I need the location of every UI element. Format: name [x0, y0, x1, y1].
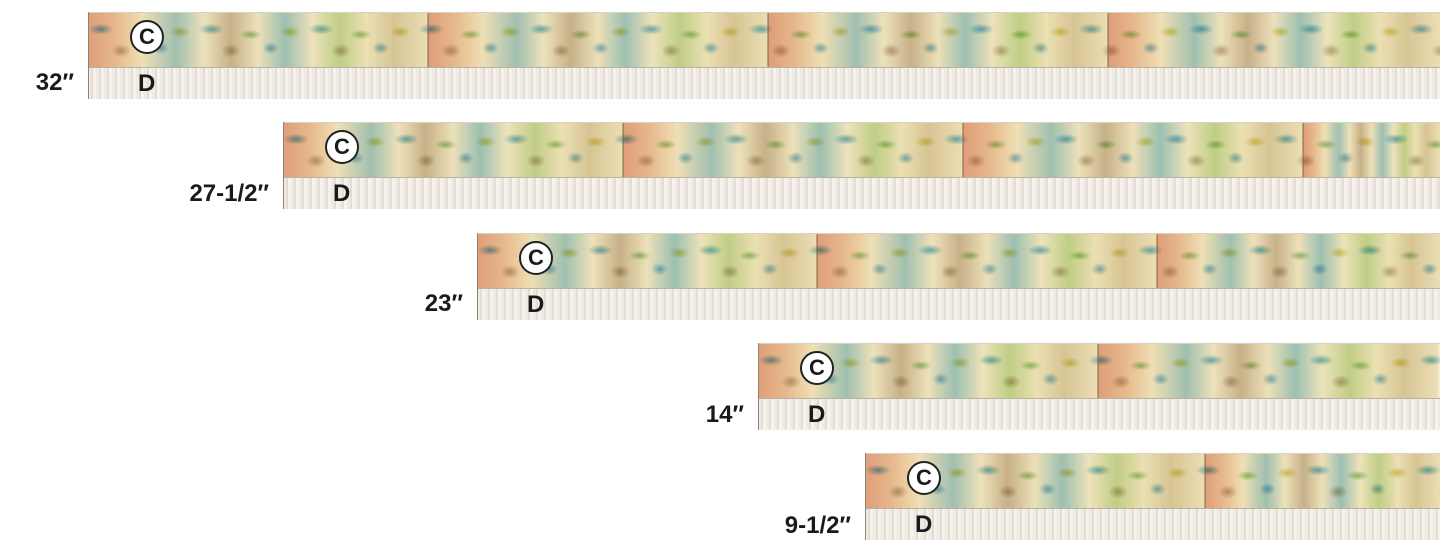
piece-c-marker: C	[519, 241, 553, 275]
fabric-segment	[963, 123, 1303, 177]
segment-seam	[1204, 454, 1206, 508]
segment-seam	[1302, 123, 1304, 177]
fabric-d-band	[758, 398, 1440, 430]
fabric-segment	[1303, 123, 1440, 177]
fabric-d-band	[865, 508, 1440, 540]
fabric-segment	[623, 123, 963, 177]
fabric-segment	[1098, 344, 1438, 398]
piece-c-marker: C	[800, 351, 834, 385]
piece-c-marker: C	[325, 130, 359, 164]
segment-seam	[1156, 234, 1158, 288]
segment-seam	[816, 234, 818, 288]
fabric-c-band	[283, 122, 1440, 177]
fabric-d-band	[283, 177, 1440, 209]
fabric-c-band	[477, 233, 1440, 288]
segment-seam	[767, 13, 769, 67]
segment-seam	[962, 123, 964, 177]
segment-seam	[427, 13, 429, 67]
fabric-segment	[428, 13, 768, 67]
piece-d-marker: D	[333, 180, 351, 207]
segment-seam	[1107, 13, 1109, 67]
strip-left-edge	[88, 12, 89, 99]
strip-length-label: 23″	[424, 290, 463, 317]
strip-length-label: 27-1/2″	[189, 180, 269, 207]
fabric-c-band	[865, 453, 1440, 508]
strip-length-label: 32″	[35, 69, 74, 96]
piece-d-marker: D	[527, 291, 545, 318]
fabric-segment	[1157, 234, 1440, 288]
fabric-d-band	[477, 288, 1440, 320]
strip-left-edge	[283, 122, 284, 209]
piece-c-marker: C	[130, 20, 164, 54]
piece-c-marker: C	[907, 461, 941, 495]
strip-length-label: 14″	[705, 401, 744, 428]
fabric-segment	[768, 13, 1108, 67]
strip-length-label: 9-1/2″	[784, 512, 851, 539]
strip-left-edge	[758, 343, 759, 430]
piece-d-marker: D	[138, 70, 156, 97]
fabric-d-band	[88, 67, 1440, 99]
fabric-segment	[1205, 454, 1440, 508]
piece-d-marker: D	[915, 511, 933, 538]
fabric-segment	[817, 234, 1157, 288]
fabric-c-band	[758, 343, 1440, 398]
segment-seam	[622, 123, 624, 177]
strip-left-edge	[865, 453, 866, 540]
fabric-segment	[1108, 13, 1440, 67]
strip-left-edge	[477, 233, 478, 320]
fabric-c-band	[88, 12, 1440, 67]
segment-seam	[1097, 344, 1099, 398]
piece-d-marker: D	[808, 401, 826, 428]
